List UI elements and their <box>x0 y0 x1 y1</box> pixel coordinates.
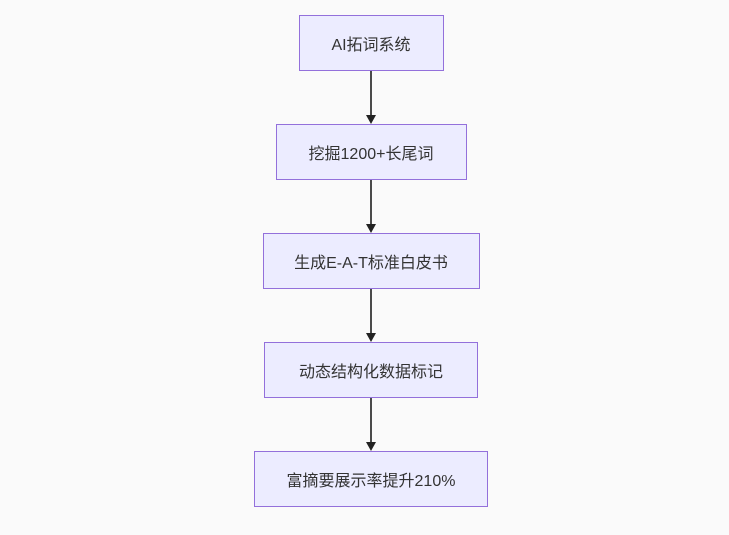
arrow-line <box>370 289 372 334</box>
flow-arrow-3 <box>366 289 376 342</box>
flow-arrow-2 <box>366 180 376 233</box>
node-label: AI拓词系统 <box>331 37 411 54</box>
node-label: 生成E-A-T标准白皮书 <box>294 255 448 272</box>
node-label: 富摘要展示率提升210% <box>286 473 456 490</box>
node-label: 挖掘1200+长尾词 <box>308 146 434 163</box>
arrowhead-down-icon <box>366 333 376 342</box>
flow-node-structured-data-markup: 动态结构化数据标记 <box>264 342 478 398</box>
arrowhead-down-icon <box>366 224 376 233</box>
arrow-line <box>370 398 372 443</box>
flow-node-ai-word-expansion-system: AI拓词系统 <box>298 15 444 71</box>
arrow-line <box>370 71 372 116</box>
node-label: 动态结构化数据标记 <box>298 364 443 381</box>
flow-arrow-4 <box>366 398 376 451</box>
arrowhead-down-icon <box>366 442 376 451</box>
arrow-line <box>370 180 372 225</box>
flow-arrow-1 <box>366 71 376 124</box>
flow-node-eat-whitepaper: 生成E-A-T标准白皮书 <box>262 233 480 289</box>
flowchart-canvas: AI拓词系统 挖掘1200+长尾词 生成E-A-T标准白皮书 动态结构化数据标记… <box>254 15 488 507</box>
flow-node-rich-snippet-rate: 富摘要展示率提升210% <box>254 451 488 507</box>
flow-node-longtail-keywords: 挖掘1200+长尾词 <box>275 124 467 180</box>
arrowhead-down-icon <box>366 115 376 124</box>
